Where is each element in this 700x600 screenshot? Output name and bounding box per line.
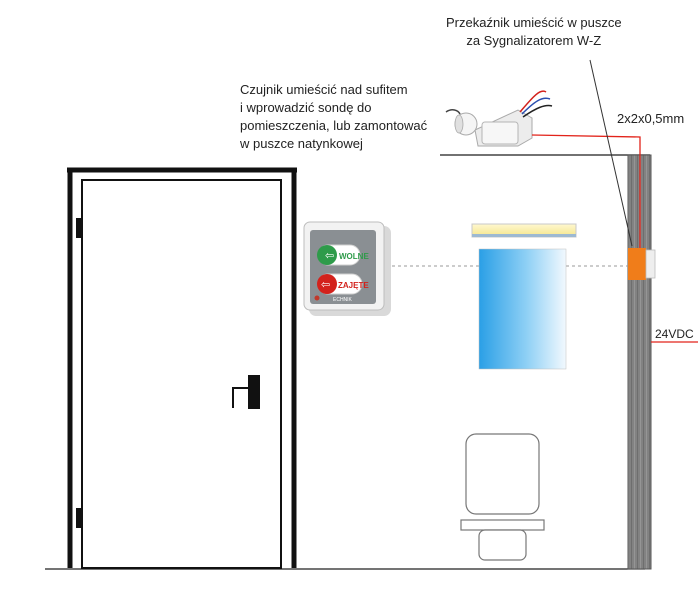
relay-note-line-2: za Sygnalizatorem W-Z xyxy=(466,33,602,48)
svg-text:⇦: ⇦ xyxy=(321,278,330,291)
ceiling-lamp xyxy=(471,223,577,238)
relay-note: Przekaźnik umieścić w puszce za Sygnaliz… xyxy=(446,14,622,50)
free-label: WOLNE xyxy=(339,252,369,261)
svg-text:⇦: ⇦ xyxy=(325,249,334,262)
top-hinge xyxy=(76,218,83,238)
motion-sensor xyxy=(445,90,553,147)
cable-spec-label: 2x2x0,5mm xyxy=(617,111,685,126)
occupied-label: ZAJĘTE xyxy=(338,281,369,290)
brand-label: ECHNIK xyxy=(333,297,353,303)
wz-indicator-panel: ⇦ WOLNE ⇦ ZAJĘTE ECHNIK xyxy=(303,221,391,316)
sensor-note-line-1: Czujnik umieścić nad sufitem xyxy=(240,82,408,97)
relay-box xyxy=(628,248,646,280)
free-button-icon xyxy=(317,245,337,265)
sensor-note-line-3: pomieszczenia, lub zamontować xyxy=(240,118,428,133)
sensor-note-line-2: i wprowadzić sondę do xyxy=(240,100,372,115)
door-handle xyxy=(248,375,260,409)
brand-dot-icon xyxy=(314,295,320,301)
door xyxy=(67,167,297,569)
relay-note-line-1: Przekaźnik umieścić w puszce xyxy=(446,15,622,30)
sensor-wire xyxy=(531,134,641,248)
mirror xyxy=(478,248,567,370)
sensor-note: Czujnik umieścić nad sufitem i wprowadzi… xyxy=(240,81,427,153)
power-spec-label: 24VDC xyxy=(655,327,694,341)
occupied-button-icon xyxy=(317,274,337,294)
relay-pointer-line xyxy=(589,59,633,247)
toilet xyxy=(460,433,545,561)
bottom-hinge xyxy=(76,508,83,528)
sensor-note-line-4: w puszce natynkowej xyxy=(240,136,363,151)
